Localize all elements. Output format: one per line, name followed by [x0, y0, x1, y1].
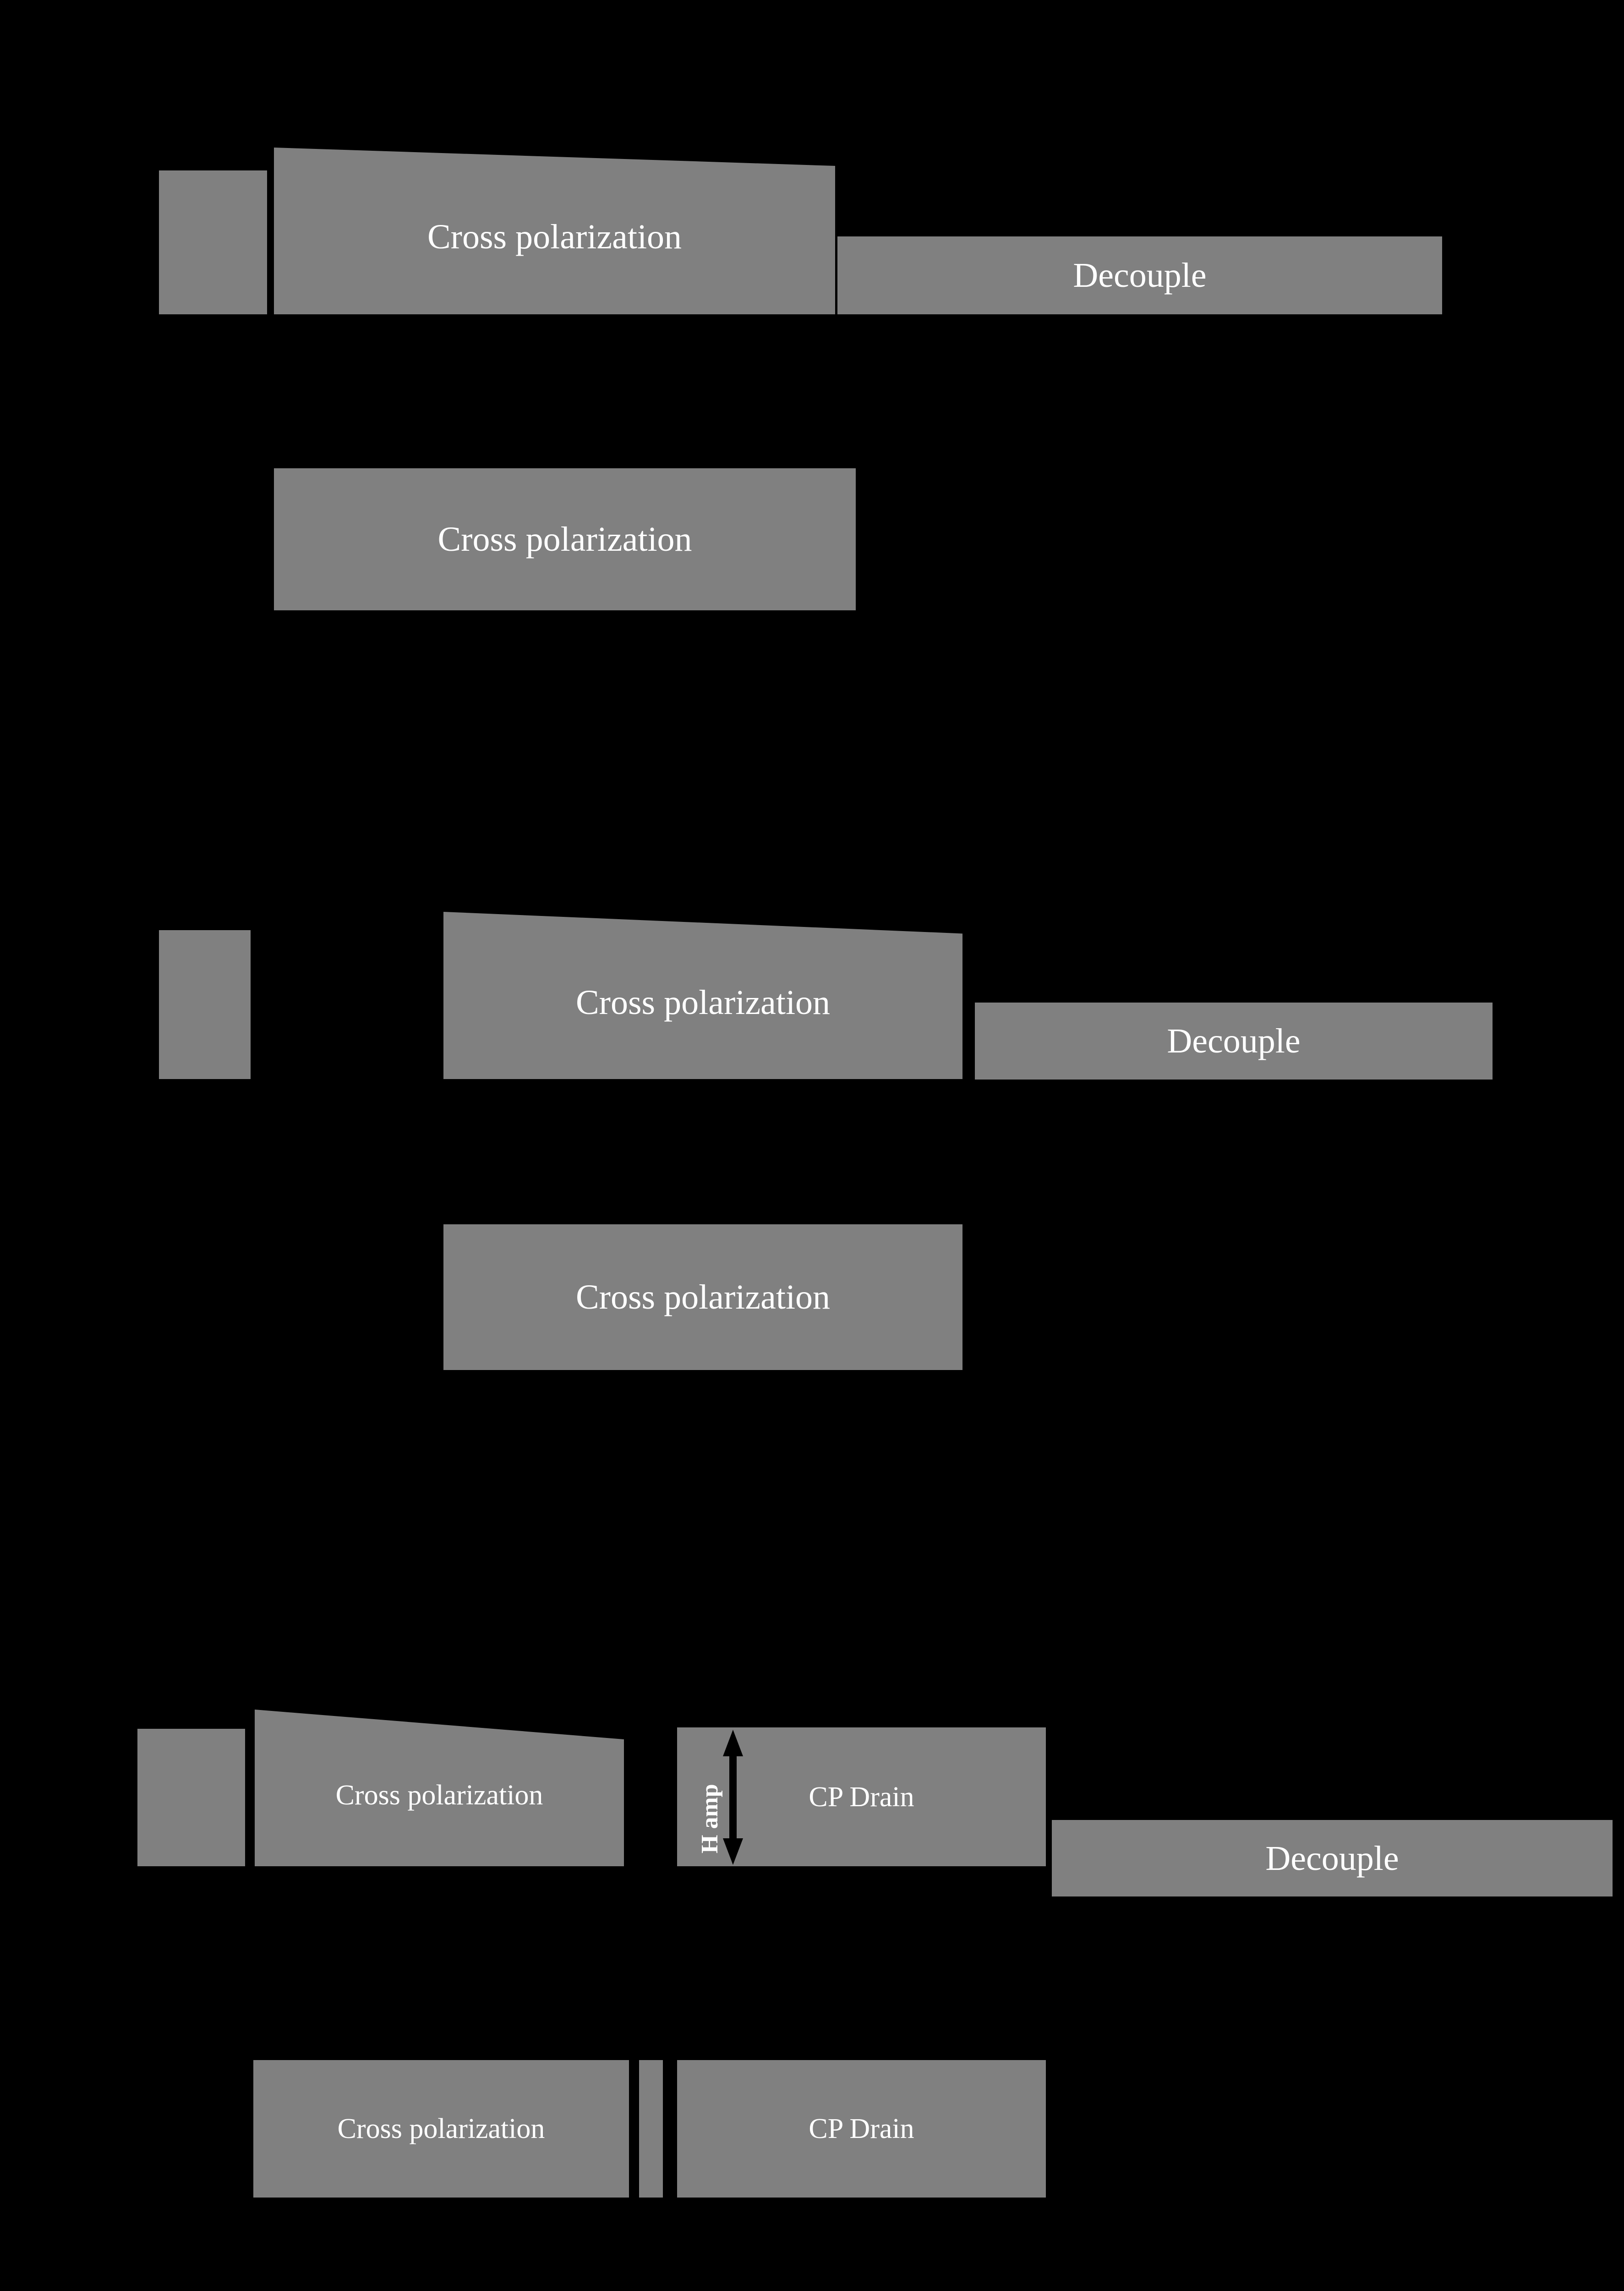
block-label: Decouple — [1073, 256, 1207, 295]
block-cp-drain-c2: CP Drain — [677, 2060, 1046, 2198]
block-label: Decouple — [1265, 1839, 1399, 1878]
block-decouple-a1: Decouple — [837, 236, 1442, 314]
block-label: Cross polarization — [437, 520, 692, 559]
block-cross-polarization-c2: Cross polarization — [253, 2060, 629, 2198]
block-label: CP Drain — [809, 1781, 914, 1813]
block-cross-polarization-a2: Cross polarization — [274, 468, 856, 610]
block-prep-pulse-a — [159, 170, 267, 314]
block-label: Decouple — [1167, 1022, 1301, 1060]
block-prep-pulse-c — [137, 1729, 245, 1866]
block-label: Cross polarization — [575, 983, 831, 1022]
block-cross-polarization-c1: Cross polarization — [255, 1710, 624, 1866]
block-cross-polarization-b1: Cross polarization — [443, 912, 962, 1079]
block-spacer-c2 — [639, 2060, 663, 2198]
block-label: Cross polarization — [335, 1780, 543, 1811]
block-label: CP Drain — [809, 2113, 914, 2144]
block-label: Cross polarization — [575, 1278, 831, 1316]
block-label: Cross polarization — [427, 218, 682, 256]
block-prep-pulse-b — [159, 930, 251, 1079]
block-decouple-b1: Decouple — [975, 1003, 1493, 1080]
block-label: Cross polarization — [337, 2113, 545, 2144]
block-cross-polarization-a1: Cross polarization — [274, 148, 835, 314]
block-cross-polarization-b2: Cross polarization — [443, 1224, 962, 1370]
h-amp-arrow-icon — [719, 1730, 747, 1865]
block-decouple-c1: Decouple — [1052, 1820, 1613, 1896]
